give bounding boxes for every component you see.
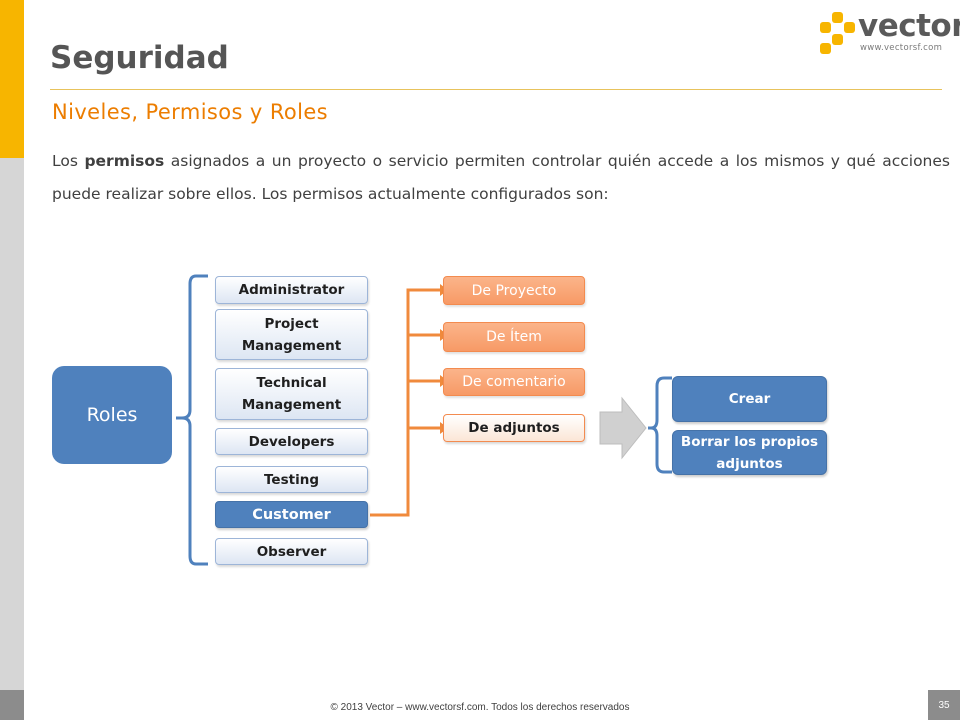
actions-bracket [648, 376, 672, 474]
left-footer-bar [0, 690, 24, 720]
permission-de-item: De Ítem [443, 322, 585, 352]
left-accent-bar [0, 0, 24, 158]
action-borrar-propios-adjuntos: Borrar los propios adjuntos [672, 430, 827, 475]
page-number: 35 [928, 690, 960, 720]
role-observer: Observer [215, 538, 368, 565]
footer-copyright: © 2013 Vector – www.vectorsf.com. Todos … [330, 702, 630, 713]
roles-bracket [176, 274, 208, 566]
vector-logo: vector www.vectorsf.com [820, 8, 960, 56]
permission-de-comentario: De comentario [443, 368, 585, 396]
title-divider [50, 89, 942, 90]
action-crear: Crear [672, 376, 827, 422]
paragraph-bold-term: permisos [84, 152, 165, 170]
permission-de-adjuntos-selected: De adjuntos [443, 414, 585, 442]
chevron-right-arrow-icon [599, 396, 647, 460]
page-title: Seguridad [50, 40, 229, 76]
paragraph-text-start: Los [52, 152, 85, 170]
role-project-management: Project Management [215, 309, 368, 360]
permission-connector [370, 288, 440, 517]
role-developers: Developers [215, 428, 368, 455]
logo-url: www.vectorsf.com [860, 43, 943, 53]
vector-logo-squares-icon [820, 12, 856, 54]
role-testing: Testing [215, 466, 368, 493]
logo-name: vector [858, 8, 960, 44]
intro-paragraph: Los permisos asignados a un proyecto o s… [52, 145, 950, 211]
role-administrator: Administrator [215, 276, 368, 304]
paragraph-text-end: asignados a un proyecto o servicio permi… [52, 152, 950, 203]
role-technical-management: Technical Management [215, 368, 368, 420]
page-subtitle: Niveles, Permisos y Roles [52, 100, 329, 124]
permission-de-proyecto: De Proyecto [443, 276, 585, 305]
roles-root-node: Roles [52, 366, 172, 464]
role-customer-selected: Customer [215, 501, 368, 528]
